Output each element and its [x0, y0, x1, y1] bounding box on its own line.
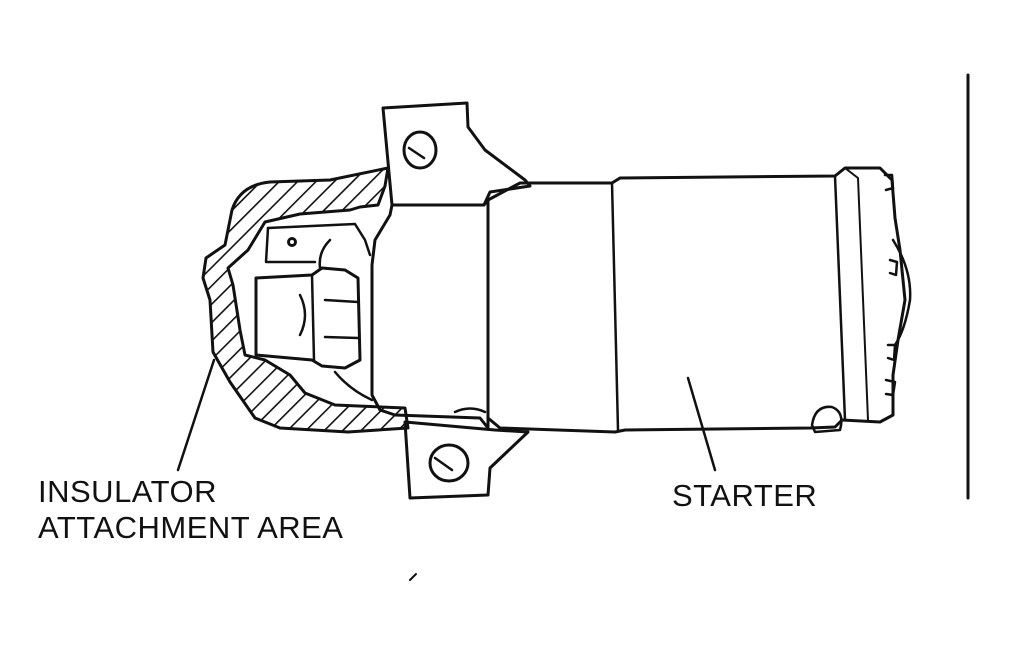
insulator-label-line1: INSULATOR — [38, 474, 218, 509]
starter-label: STARTER — [672, 478, 818, 513]
pinion-gear — [254, 266, 362, 370]
starter-leader-line — [686, 376, 717, 472]
drive-housing — [370, 198, 490, 430]
mounting-bolt-hole — [428, 443, 470, 483]
insulator-label-line2: ATTACHMENT AREA — [38, 510, 344, 545]
motor-body — [486, 166, 907, 434]
insulator-hatched-area — [201, 166, 410, 434]
mounting-bolt-hole — [402, 130, 438, 170]
insulator-leader-line — [176, 358, 216, 472]
bottom-flange — [403, 420, 530, 500]
